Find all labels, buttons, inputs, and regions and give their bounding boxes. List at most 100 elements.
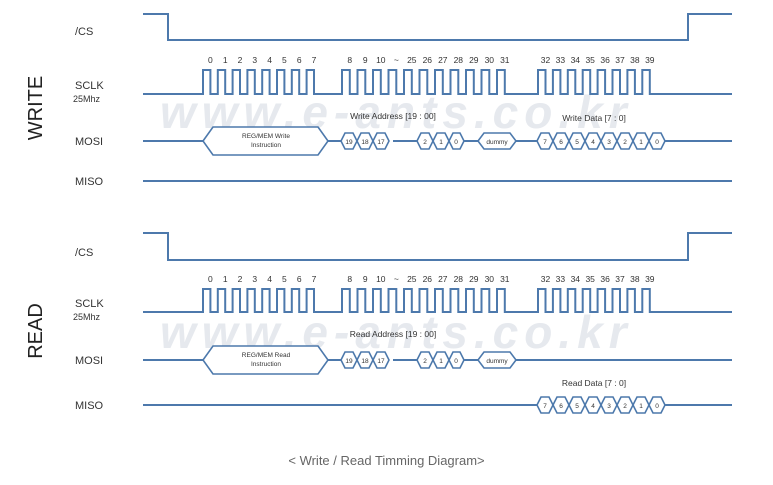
clock-number: 25 <box>407 274 417 284</box>
write-instruction-box <box>202 126 329 156</box>
clock-number: 38 <box>630 55 640 65</box>
data-bit-text: 7 <box>543 403 547 410</box>
read-instruction-line1: REG/MEM Read <box>242 352 291 359</box>
clock-number: 39 <box>645 55 655 65</box>
clock-number: 26 <box>423 55 433 65</box>
write-sclk-wave <box>143 69 732 95</box>
clock-number: 31 <box>500 55 510 65</box>
clock-number: 35 <box>585 274 595 284</box>
data-bit <box>648 132 666 150</box>
data-bit-text: 2 <box>623 403 627 410</box>
write-mosi-label: MOSI <box>75 136 103 148</box>
clock-number: 38 <box>630 274 640 284</box>
write-addr-bit <box>372 132 390 150</box>
clock-number: 30 <box>485 55 495 65</box>
data-bit-text: 6 <box>559 139 563 146</box>
read-instruction-box <box>202 345 329 375</box>
clock-number: 39 <box>645 274 655 284</box>
data-bit-text: 0 <box>655 403 659 410</box>
read-data-label: Read Data [7 : 0] <box>562 378 626 388</box>
write-dummy-box <box>477 132 517 150</box>
write-cs-label: /CS <box>75 26 93 38</box>
data-bit-text: 1 <box>639 403 643 410</box>
data-bit-text: 2 <box>623 139 627 146</box>
read-addr-bit-text: 18 <box>361 358 369 365</box>
write-data-bits: 7 6 5 4 3 2 1 0 <box>536 132 666 150</box>
clock-number: 30 <box>485 274 495 284</box>
write-addr-bit-text: 17 <box>377 139 385 146</box>
write-miso-label: MISO <box>75 176 104 188</box>
read-dummy-text: dummy <box>486 358 508 365</box>
read-cs-wave <box>143 232 732 261</box>
read-addr-bit-text: 19 <box>345 358 353 365</box>
write-addr-bit-text: 19 <box>345 139 353 146</box>
clock-number: 0 <box>208 55 213 65</box>
clock-number: 33 <box>556 274 566 284</box>
read-addr-bit-text: 1 <box>439 358 443 365</box>
clock-number: 37 <box>615 274 625 284</box>
write-mode-label: WRITE <box>25 76 47 140</box>
data-bit-text: 7 <box>543 139 547 146</box>
read-addr-bit-text: 0 <box>454 358 458 365</box>
clock-number: 8 <box>347 274 352 284</box>
data-bit-text: 3 <box>607 403 611 410</box>
clock-number: ~ <box>394 55 399 65</box>
data-bit-text: 4 <box>591 403 595 410</box>
clock-number: 1 <box>223 274 228 284</box>
write-instruction-line2: Instruction <box>251 142 281 149</box>
write-instruction-line1: REG/MEM Write <box>242 133 290 140</box>
data-bit <box>648 396 666 414</box>
write-addr-bit-text: 1 <box>439 139 443 146</box>
read-mosi-label: MOSI <box>75 355 103 367</box>
clock-number: 32 <box>541 55 551 65</box>
clock-number: 35 <box>585 55 595 65</box>
clock-number: 10 <box>376 55 386 65</box>
write-dummy-text: dummy <box>486 139 508 146</box>
read-addr-bit <box>372 351 390 369</box>
write-sclk-label: SCLK <box>75 80 104 92</box>
clock-number: 29 <box>469 274 479 284</box>
read-addr-bit <box>448 351 465 369</box>
clock-number: 27 <box>438 274 448 284</box>
clock-number: 32 <box>541 274 551 284</box>
read-dummy-box <box>477 351 517 369</box>
data-bit-text: 5 <box>575 403 579 410</box>
clock-number: 0 <box>208 274 213 284</box>
read-addr-bit-text: 17 <box>377 358 385 365</box>
clock-number: 31 <box>500 274 510 284</box>
write-sclk-freq: 25Mhz <box>73 94 101 104</box>
read-sclk-label: SCLK <box>75 298 104 310</box>
read-address-label: Read Address [19 : 00] <box>350 329 436 339</box>
read-mosi-lane: REG/MEM Read Instruction Read Address [1… <box>143 329 732 375</box>
clock-number: 36 <box>600 55 610 65</box>
clock-number: 6 <box>297 274 302 284</box>
clock-number: 4 <box>267 55 272 65</box>
read-sclk-wave <box>143 288 732 313</box>
read-miso-label: MISO <box>75 400 104 412</box>
data-bit-text: 1 <box>639 139 643 146</box>
data-bit-text: 0 <box>655 139 659 146</box>
clock-number: 28 <box>454 55 464 65</box>
data-bit-text: 3 <box>607 139 611 146</box>
write-addr-bit <box>448 132 465 150</box>
data-bit-text: 4 <box>591 139 595 146</box>
write-data-label: Write Data [7 : 0] <box>562 113 626 123</box>
clock-number: 5 <box>282 55 287 65</box>
clock-number: 26 <box>423 274 433 284</box>
data-bit-text: 5 <box>575 139 579 146</box>
clock-number: 7 <box>312 55 317 65</box>
diagram-caption: < Write / Read Timming Diagram> <box>288 453 485 468</box>
clock-number: 5 <box>282 274 287 284</box>
clock-number: 1 <box>223 55 228 65</box>
clock-number: 2 <box>238 55 243 65</box>
read-instruction-line2: Instruction <box>251 361 281 368</box>
clock-number: 6 <box>297 55 302 65</box>
clock-number: 34 <box>571 55 581 65</box>
